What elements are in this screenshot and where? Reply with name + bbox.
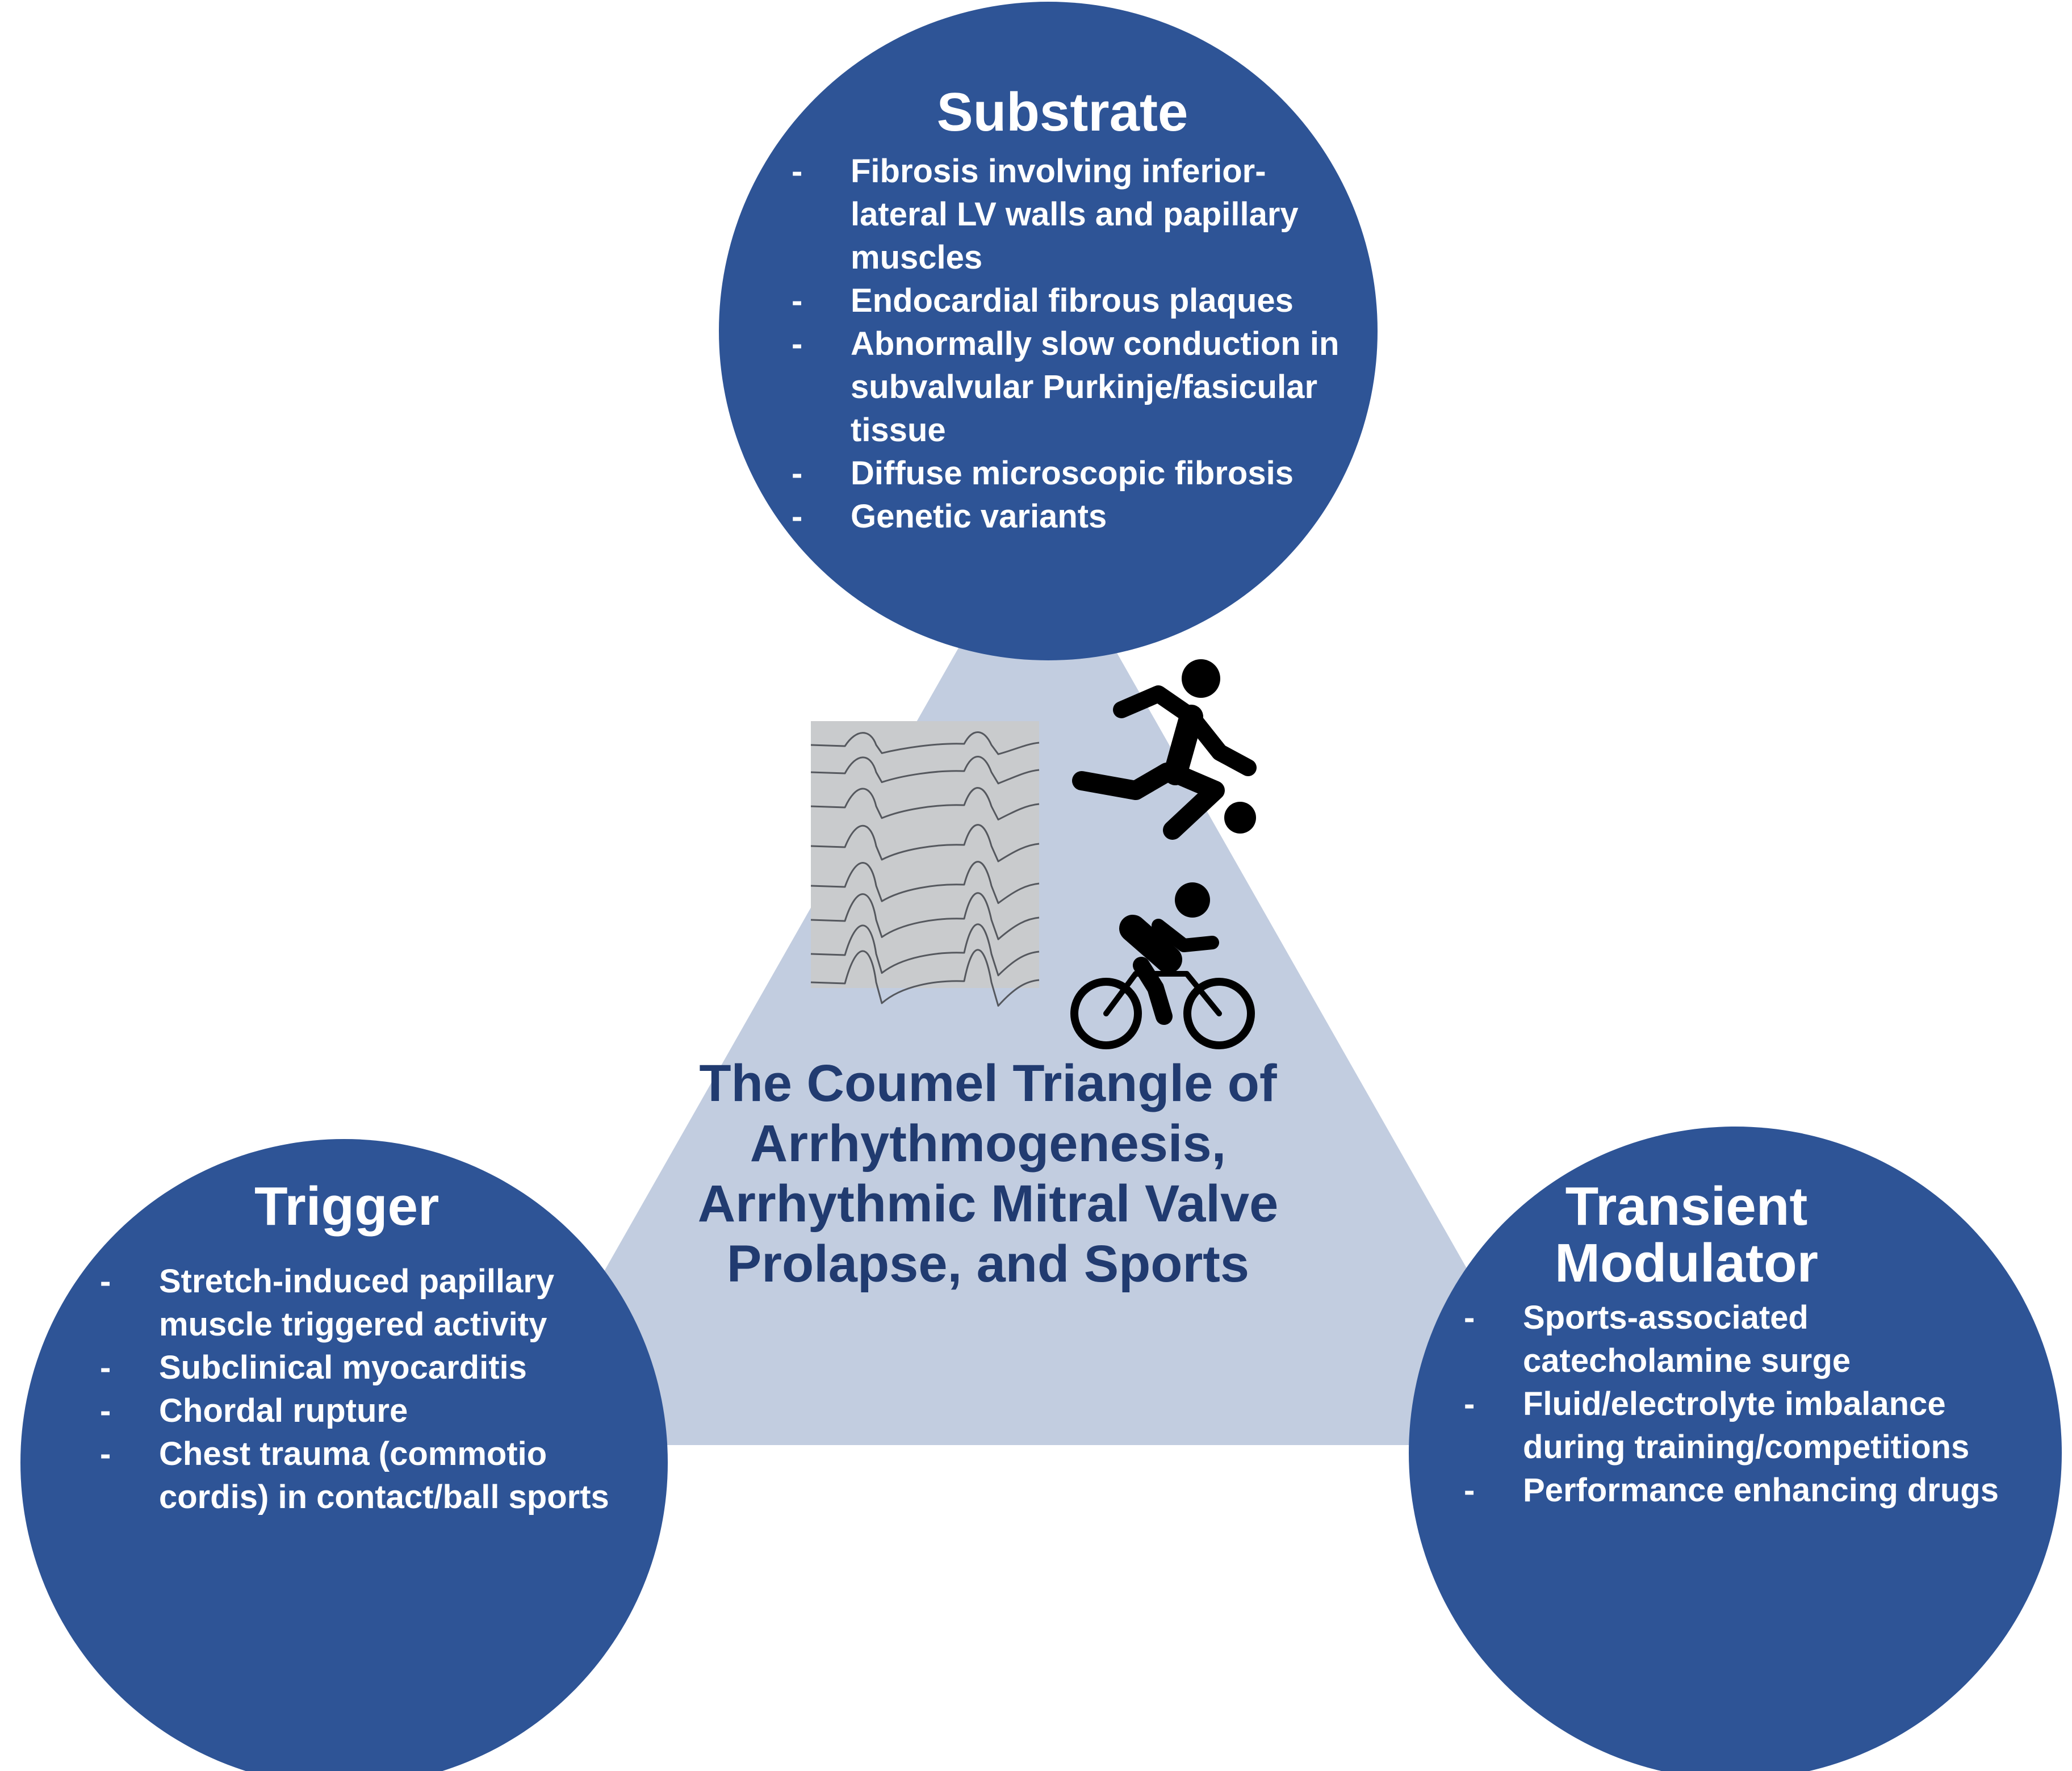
trigger-items: Stretch-induced papillary muscle trigger…	[90, 1260, 612, 1519]
modulator-items: Sports-associated catecholamine surge Fl…	[1454, 1296, 2021, 1512]
modulator-item: Sports-associated catecholamine surge	[1454, 1296, 2021, 1383]
ecg-trace-line	[810, 787, 1040, 820]
substrate-items: Fibrosis involving inferior-lateral LV w…	[781, 150, 1343, 538]
soccer-player-icon	[1072, 659, 1257, 840]
ecg-strip-image	[810, 721, 1040, 1007]
center-title-line: Arrhythmic Mitral Valve	[697, 1175, 1279, 1233]
substrate-item: Abnormally slow conduction in subvalvula…	[781, 323, 1343, 452]
center-title-line: Arrhythmogenesis,	[750, 1115, 1227, 1173]
modulator-title: Transient Modulator	[1403, 1178, 1970, 1292]
ecg-traces	[810, 731, 1040, 1007]
modulator-item: Fluid/electrolyte imbalance during train…	[1454, 1383, 2021, 1469]
ecg-trace-line	[810, 861, 1040, 905]
ecg-trace-line	[810, 731, 1040, 755]
modulator-item: Performance enhancing drugs	[1454, 1469, 2021, 1512]
ecg-trace-line	[810, 824, 1040, 863]
center-title-line: The Coumel Triangle of	[699, 1054, 1277, 1112]
substrate-item: Diffuse microscopic fibrosis	[781, 452, 1343, 495]
substrate-item: Genetic variants	[781, 495, 1343, 538]
ecg-trace-line	[810, 923, 1040, 977]
center-title-line: Prolapse, and Sports	[726, 1235, 1250, 1293]
trigger-item: Stretch-induced papillary muscle trigger…	[90, 1260, 612, 1346]
substrate-item: Endocardial fibrous plaques	[781, 279, 1343, 323]
substrate-item: Fibrosis involving inferior-lateral LV w…	[781, 150, 1343, 279]
modulator-title-line: Transient	[1565, 1176, 1808, 1237]
trigger-item: Chordal rupture	[90, 1389, 612, 1433]
substrate-block: Substrate Fibrosis involving inferior-la…	[781, 82, 1343, 539]
ecg-trace-line	[810, 756, 1040, 785]
substrate-title: Substrate	[936, 82, 1188, 143]
trigger-title: Trigger	[254, 1176, 439, 1237]
trigger-block: Trigger Stretch-induced papillary muscle…	[90, 1178, 612, 1519]
trigger-item: Chest trauma (commotio cordis) in contac…	[90, 1433, 612, 1519]
modulator-block: Transient Modulator Sports-associated ca…	[1454, 1178, 2021, 1513]
cyclist-icon	[1070, 882, 1255, 1049]
center-title: The Coumel Triangle of Arrhythmogenesis,…	[613, 1053, 1363, 1294]
ecg-trace-line	[810, 949, 1040, 1007]
trigger-item: Subclinical myocarditis	[90, 1346, 612, 1389]
modulator-title-line: Modulator	[1555, 1233, 1818, 1293]
ecg-trace-line	[810, 892, 1040, 940]
